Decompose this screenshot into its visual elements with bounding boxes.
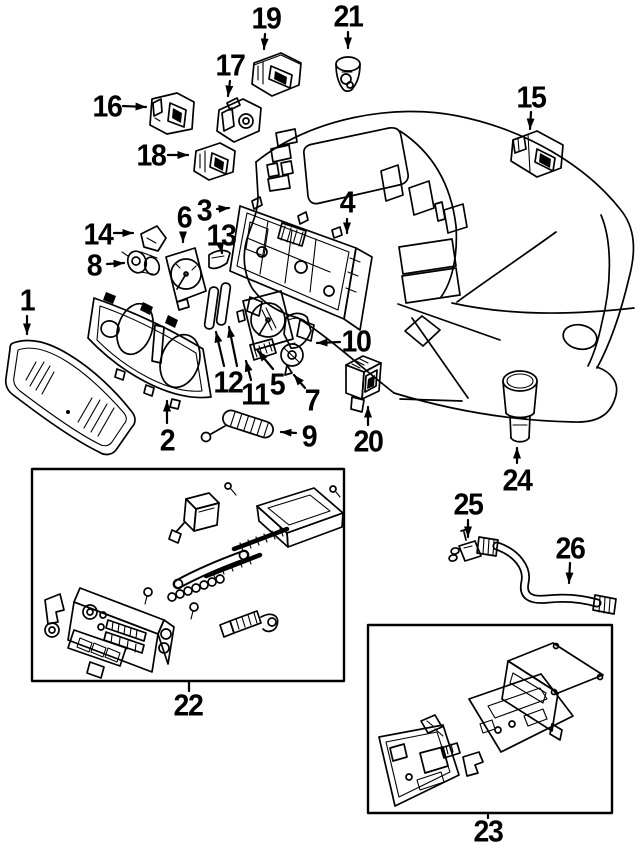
lighter-knob-drawing bbox=[335, 56, 361, 92]
switch-19-drawing bbox=[251, 52, 302, 97]
callout-12: 12 bbox=[213, 364, 244, 400]
lighter-socket-drawing bbox=[502, 370, 538, 443]
callout-2: 2 bbox=[159, 422, 176, 458]
callout-18: 18 bbox=[136, 137, 167, 173]
switch-16-drawing bbox=[149, 92, 195, 135]
part-7-drawing bbox=[280, 342, 304, 376]
callout-22: 22 bbox=[173, 687, 204, 723]
switch-20-drawing bbox=[345, 355, 382, 413]
callout-8: 8 bbox=[86, 247, 103, 283]
callout-4: 4 bbox=[339, 184, 356, 220]
callout-19: 19 bbox=[251, 0, 282, 36]
cluster-lens-drawing bbox=[4, 339, 136, 456]
gauge-5-11-drawing bbox=[236, 290, 294, 361]
callout-1: 1 bbox=[19, 282, 36, 318]
callout-16: 16 bbox=[92, 88, 123, 124]
callout-9: 9 bbox=[301, 418, 318, 454]
switch-17-drawing bbox=[216, 97, 262, 143]
part-10-drawing bbox=[283, 312, 312, 349]
part-14-drawing bbox=[140, 225, 167, 252]
part-8-sensor-drawing bbox=[121, 250, 161, 276]
switch-15-drawing bbox=[510, 130, 564, 178]
callout-3: 3 bbox=[196, 192, 213, 228]
hose-26-drawing bbox=[476, 536, 617, 615]
box-23-frame bbox=[366, 623, 614, 815]
callout-6: 6 bbox=[176, 199, 193, 235]
callout-24: 24 bbox=[502, 462, 533, 498]
callout-15: 15 bbox=[516, 79, 547, 115]
cluster-bezel-drawing bbox=[87, 292, 212, 410]
callout-26: 26 bbox=[555, 530, 586, 566]
switch-18-drawing bbox=[193, 142, 236, 181]
callout-23: 23 bbox=[473, 813, 504, 846]
callout-10: 10 bbox=[341, 323, 372, 359]
callout-17: 17 bbox=[215, 47, 246, 83]
callout-5: 5 bbox=[269, 366, 286, 402]
heater-control-box-drawing bbox=[30, 467, 346, 683]
callout-20: 20 bbox=[353, 423, 384, 459]
bulb-socket-bars-drawing bbox=[203, 282, 232, 330]
cluster-case-drawing bbox=[229, 196, 373, 342]
callout-14: 14 bbox=[83, 216, 114, 252]
valve-25-drawing bbox=[448, 528, 482, 562]
part-13-drawing bbox=[208, 249, 231, 270]
gauge-6-drawing bbox=[165, 247, 207, 311]
part-9-drawing bbox=[200, 409, 274, 443]
callout-25: 25 bbox=[453, 486, 484, 522]
callout-13: 13 bbox=[206, 217, 237, 253]
leader-lines bbox=[23, 30, 574, 820]
callout-7: 7 bbox=[304, 382, 321, 418]
radio-box-drawing bbox=[366, 623, 614, 815]
callout-21: 21 bbox=[333, 0, 364, 34]
dashboard-panel-drawing bbox=[243, 110, 635, 423]
callout-11: 11 bbox=[241, 376, 270, 412]
